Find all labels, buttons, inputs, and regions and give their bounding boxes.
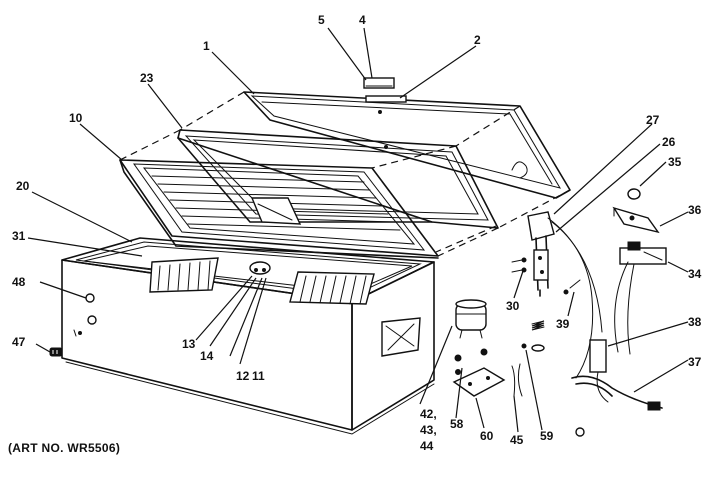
part-label-20: 20 bbox=[16, 179, 30, 193]
part-label-58: 58 bbox=[450, 417, 464, 431]
part-label-4: 4 bbox=[359, 13, 366, 27]
part-label-13: 13 bbox=[182, 337, 196, 351]
part-label-30: 30 bbox=[506, 299, 520, 313]
mount-plate bbox=[452, 343, 527, 397]
part-label-38: 38 bbox=[688, 315, 702, 329]
part-label-26: 26 bbox=[662, 135, 676, 149]
part-label-10: 10 bbox=[69, 111, 83, 125]
part-label-39: 39 bbox=[556, 317, 570, 331]
lid-liner bbox=[177, 129, 499, 229]
part-label-5: 5 bbox=[318, 13, 325, 27]
part-label-12: 12 bbox=[236, 369, 250, 383]
part-label-47: 47 bbox=[12, 335, 26, 349]
terminal-block bbox=[619, 241, 667, 265]
part-label-27: 27 bbox=[646, 113, 660, 127]
hinge-assembly bbox=[511, 211, 581, 352]
leader-lines bbox=[27, 27, 689, 433]
drain-cap-part bbox=[49, 347, 63, 357]
part-label-31: 31 bbox=[12, 229, 26, 243]
part-label-44: 44 bbox=[420, 439, 434, 453]
part-label-37: 37 bbox=[688, 355, 702, 369]
part-label-59: 59 bbox=[540, 429, 554, 443]
compressor bbox=[454, 299, 488, 362]
part-label-11: 11 bbox=[252, 369, 265, 383]
inner-lid-panel bbox=[119, 159, 439, 259]
part-number-labels: 1 2 4 5 10 11 12 13 14 20 23 26 27 30 31… bbox=[12, 13, 702, 453]
part-label-34: 34 bbox=[688, 267, 702, 281]
part-label-60: 60 bbox=[480, 429, 494, 443]
part-label-48: 48 bbox=[12, 275, 26, 289]
part-label-2: 2 bbox=[474, 33, 481, 47]
part-label-43: 43, bbox=[420, 423, 437, 437]
outer-lid bbox=[243, 77, 571, 199]
part-label-42: 42, bbox=[420, 407, 437, 421]
assembly-dash-lines bbox=[119, 91, 571, 257]
wiring-harness bbox=[547, 217, 663, 437]
freezer-cabinet bbox=[61, 237, 435, 435]
part-label-35: 35 bbox=[668, 155, 682, 169]
part-label-45: 45 bbox=[510, 433, 524, 447]
part-label-36: 36 bbox=[688, 203, 702, 217]
part-label-1: 1 bbox=[203, 39, 210, 53]
storage-baskets bbox=[149, 257, 375, 305]
art-number-caption: (ART NO. WR5506) bbox=[8, 441, 120, 455]
part-label-14: 14 bbox=[200, 349, 214, 363]
part-label-23: 23 bbox=[140, 71, 154, 85]
mounting-bracket bbox=[612, 188, 660, 234]
